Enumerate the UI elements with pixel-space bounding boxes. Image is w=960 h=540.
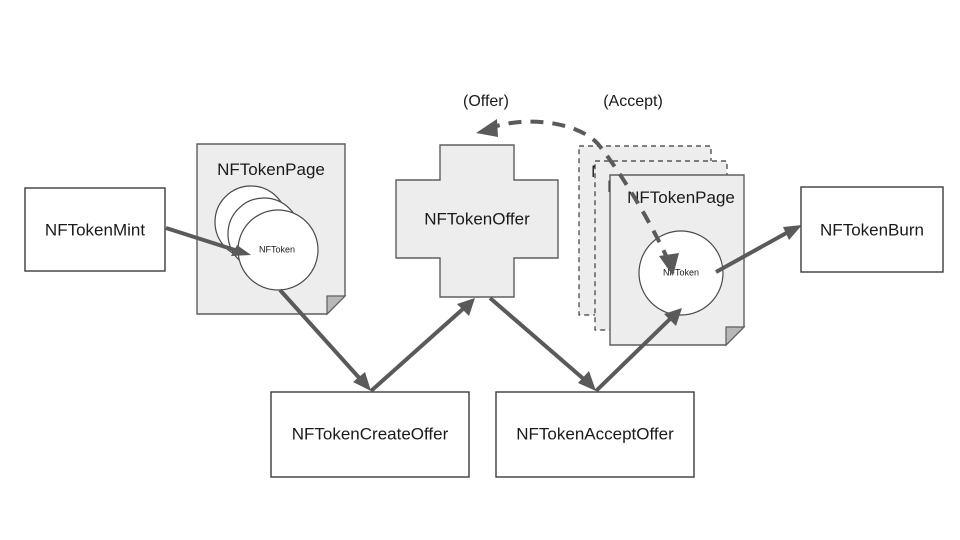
nftokenoffer-cross-shape <box>395 144 559 298</box>
node-nftokencreateoffer[interactable]: NFTokenCreateOffer <box>270 391 470 478</box>
node-nftokenacceptoffer[interactable]: NFTokenAcceptOffer <box>495 391 695 478</box>
edge-acceptoffer-rightpage-arrowhead <box>664 308 682 326</box>
edge-createoffer-to-offer <box>369 298 475 393</box>
edge-offer-acceptoffer-arrowhead <box>578 371 596 391</box>
edge-label-offer: (Offer) <box>463 93 509 110</box>
edge-leftpage-createoffer-line <box>278 288 364 383</box>
edge-mint-arrowhead <box>231 245 251 256</box>
nftokenmint-label: NFTokenMint <box>45 220 145 239</box>
edge-rightpage-burn-arrowhead <box>783 225 802 240</box>
nftokencreateoffer-box <box>270 391 470 478</box>
nftokenoffer-label: NFTokenOffer <box>424 209 530 228</box>
right-page-token-circle <box>638 230 724 316</box>
left-page-token-label: NFToken <box>259 244 295 254</box>
right-page-title: NFTokenPage <box>627 188 735 207</box>
edge-dashed-arc-arrowhead-down <box>659 253 679 276</box>
node-nftokenmint[interactable]: NFTokenMint <box>24 187 166 272</box>
left-page-fold-corner-icon <box>326 295 347 316</box>
node-nftokenburn[interactable]: NFTokenBurn <box>800 186 944 273</box>
edge-rightpage-burn-line <box>715 229 791 274</box>
node-left-nftokenpage[interactable]: NFTokenPage NFToken <box>196 143 347 316</box>
left-page-title: NFTokenPage <box>217 160 325 179</box>
edge-dashed-arc-line <box>492 119 671 263</box>
nftokenmint-box <box>24 187 166 272</box>
edge-label-accept: (Accept) <box>603 93 663 110</box>
edge-right-page-to-burn <box>715 225 802 274</box>
right-page-fold-corner-icon <box>725 326 746 347</box>
edge-offer-to-acceptoffer <box>488 296 596 391</box>
nftokenburn-label: NFTokenBurn <box>820 220 924 239</box>
node-nftokenoffer[interactable]: NFTokenOffer <box>395 144 559 298</box>
edge-mint-line <box>165 226 239 253</box>
edge-left-page-to-createoffer <box>278 288 371 391</box>
nftokenacceptoffer-box <box>495 391 695 478</box>
nftokenacceptoffer-label: NFTokenAcceptOffer <box>516 424 674 443</box>
edge-dashed-offer-accept <box>476 119 679 276</box>
edge-offer-acceptoffer-line <box>488 296 588 383</box>
edge-acceptoffer-rightpage-line <box>594 316 673 393</box>
right-page-token-label: NFToken <box>663 267 699 277</box>
edge-acceptoffer-to-right-page <box>594 308 682 393</box>
edge-leftpage-createoffer-arrowhead <box>353 372 371 391</box>
nftokenburn-box <box>800 186 944 273</box>
edge-mint-to-left-page <box>165 226 251 256</box>
edge-dashed-arc-arrowhead-left <box>476 119 498 137</box>
nftokencreateoffer-label: NFTokenCreateOffer <box>292 424 449 443</box>
edge-createoffer-offer-line <box>369 306 466 393</box>
node-right-nftokenpage-stack[interactable]: NFTokenPage NFTokenPage NFTokenPage NFTo… <box>578 145 746 347</box>
edge-createoffer-offer-arrowhead <box>457 298 475 316</box>
